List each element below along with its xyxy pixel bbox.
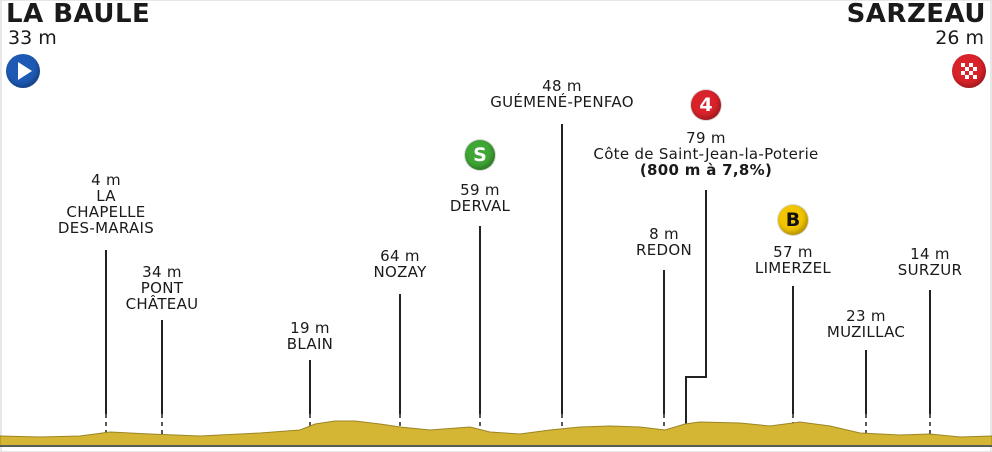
waypoint-altitude: 23 m <box>846 307 886 325</box>
waypoint-name: Côte de Saint-Jean-la-Poterie <box>593 145 819 163</box>
waypoint-name: NOZAY <box>373 263 427 281</box>
waypoint-name: GUÉMENÉ-PENFAO <box>490 93 634 111</box>
waypoint-name: BLAIN <box>286 335 334 353</box>
waypoint-name: DES-MARAIS <box>57 219 155 237</box>
waypoint-altitude: 48 m <box>542 77 582 95</box>
waypoint-altitude: 4 m <box>91 171 121 189</box>
start-town-name: LA BAULE <box>6 0 151 29</box>
waypoint-altitude: 59 m <box>460 181 500 199</box>
waypoint-name: MUZILLAC <box>826 323 906 341</box>
finish-checkered-flag-icon <box>952 54 986 88</box>
waypoint-name: CHÂTEAU <box>125 295 199 313</box>
waypoint-altitude: 8 m <box>649 225 679 243</box>
waypoint-altitude: 14 m <box>910 245 950 263</box>
waypoint-name: SURZUR <box>897 261 963 279</box>
finish-altitude: 26 m <box>935 27 984 49</box>
start-altitude: 33 m <box>8 27 57 49</box>
waypoint-name: LA <box>96 187 116 205</box>
climb-details: (800 m à 7,8%) <box>639 161 773 179</box>
waypoint-name: PONT <box>140 279 184 297</box>
climb-category-icon: 4 <box>691 90 721 120</box>
finish-town-name: SARZEAU <box>846 0 986 29</box>
waypoint-altitude: 34 m <box>142 263 182 281</box>
waypoint-name: LIMERZEL <box>754 259 832 277</box>
waypoint-name: DERVAL <box>449 197 511 215</box>
waypoint-altitude: 57 m <box>773 243 813 261</box>
terrain-area <box>0 420 992 447</box>
waypoint-altitude: 79 m <box>686 129 726 147</box>
waypoint-name: REDON <box>636 241 692 259</box>
waypoint-altitude: 64 m <box>380 247 420 265</box>
bonus-point-icon: B <box>778 205 808 235</box>
start-play-icon <box>6 54 40 88</box>
waypoint-altitude: 19 m <box>290 319 330 337</box>
sprint-icon: S <box>465 140 495 170</box>
waypoint-name: CHAPELLE <box>66 203 146 221</box>
